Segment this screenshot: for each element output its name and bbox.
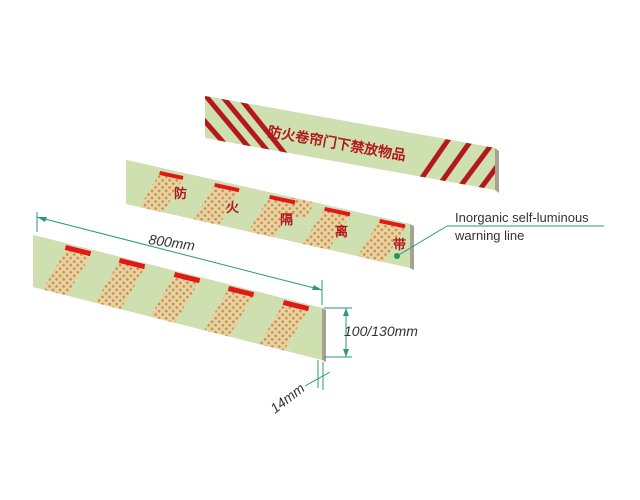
callout-label-line2: warning line xyxy=(454,228,524,243)
middle-board-char-4: 离 xyxy=(335,224,348,240)
thickness-dimension xyxy=(304,360,331,390)
middle-board-char-2: 火 xyxy=(226,201,240,216)
middle-board-char-5: 带 xyxy=(393,237,406,253)
length-dimension xyxy=(36,212,323,305)
middle-board-char-1: 防 xyxy=(174,186,187,202)
thickness-label: 14mm xyxy=(267,380,308,417)
bottom-warning-board xyxy=(33,235,326,362)
middle-warning-board: 防 火 隔 离 带 xyxy=(126,160,414,270)
callout-label-line1: Inorganic self-luminous xyxy=(455,210,589,225)
length-label: 800mm xyxy=(148,231,197,253)
callout-leader xyxy=(396,225,604,257)
height-dimension xyxy=(324,307,352,358)
height-label: 100/130mm xyxy=(344,323,418,339)
middle-board-char-3: 隔 xyxy=(280,212,293,228)
